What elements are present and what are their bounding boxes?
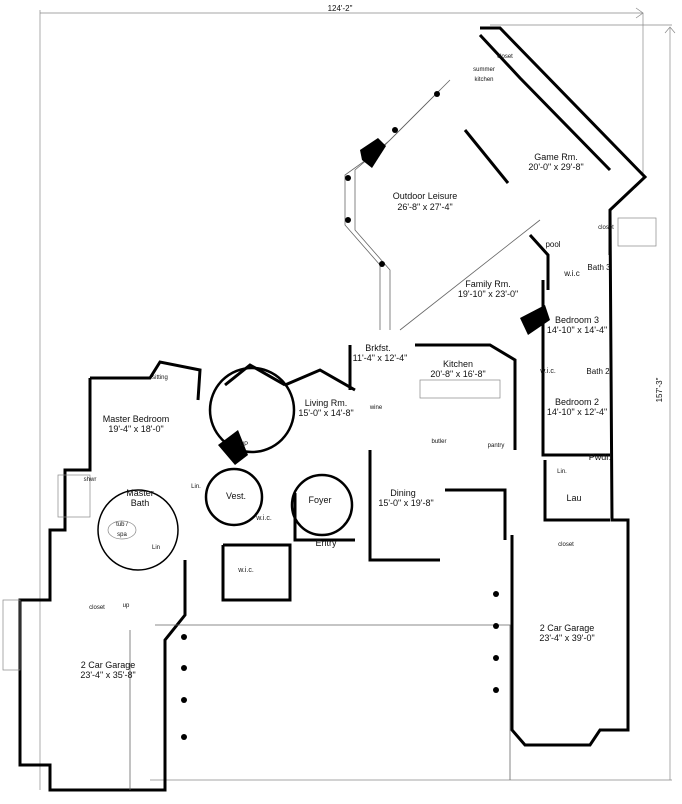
entry-label: Entry — [315, 538, 337, 548]
dining-label: Dining — [390, 488, 416, 498]
breakfast-size: 11'-4" x 12'-4" — [352, 353, 408, 363]
living-room-label: Living Rm. — [304, 398, 348, 408]
master-bedroom-label: Master Bedroom — [102, 414, 170, 424]
left-garage-size: 23'-4" x 35'-8" — [80, 670, 136, 680]
exterior-walls — [18, 26, 648, 792]
pool-label: pool — [545, 240, 561, 249]
closet-label: closet — [598, 225, 614, 231]
closet-label: closet — [558, 542, 574, 548]
kitchen-label: Kitchen — [442, 359, 474, 369]
right-garage-size: 23'-4" x 39'-0" — [539, 633, 595, 643]
walk-in-closet-label: w.i.c. — [540, 368, 556, 375]
bedroom2-label: Bedroom 2 — [554, 397, 600, 407]
master-bedroom-size: 19'-4" x 18'-0" — [108, 424, 164, 434]
closet-label: closet — [89, 605, 105, 611]
round-rooms — [97, 366, 354, 571]
bath3-label: Bath 3 — [587, 263, 611, 272]
walk-in-closet-label: w.i.c. — [238, 567, 254, 574]
dining-size: 15'-0" x 19'-8" — [378, 498, 434, 508]
bedroom3-label: Bedroom 3 — [554, 315, 600, 325]
powder-room-label: Pwdr. — [588, 452, 612, 462]
butler-label: butler — [431, 439, 447, 445]
tub-spa-label: tub / spa — [116, 522, 128, 538]
shower-label: shwr — [83, 477, 97, 483]
sitting-label: sitting — [152, 375, 168, 381]
closet-label: closet — [497, 54, 513, 60]
game-room-label: Game Rm. — [534, 152, 578, 162]
family-room-label: Family Rm. — [465, 279, 511, 289]
laundry-label: Lau — [566, 493, 582, 503]
living-room-size: 15'-0" x 14'-8" — [298, 408, 354, 418]
right-garage-label: 2 Car Garage — [539, 623, 595, 633]
left-garage-label: 2 Car Garage — [80, 660, 136, 670]
stair-up-label: UP — [239, 442, 249, 448]
linen-label: Lin. — [191, 484, 201, 490]
wine-label: wine — [369, 405, 383, 411]
pantry-label: pantry — [487, 443, 505, 449]
fixtures — [2, 217, 657, 671]
foyer-label: Foyer — [308, 495, 332, 505]
walk-in-closet-label: w.i.c — [564, 269, 580, 278]
garage-stair-up-label: up — [122, 603, 130, 609]
vestibule-label: Vest. — [225, 491, 247, 501]
overall-depth-dimension: 157'-3" — [655, 377, 664, 403]
summer-kitchen-label: summer kitchen — [473, 67, 495, 83]
outdoor-leisure-size: 26'-8" x 27'-4" — [397, 202, 453, 212]
kitchen-size: 20'-8" x 16'-8" — [430, 369, 486, 379]
master-bath-label: Master Bath — [126, 488, 154, 508]
porch-outline — [129, 79, 541, 790]
breakfast-label: Brkfst. — [365, 343, 391, 353]
linen-label: Lin. — [557, 469, 567, 475]
bath2-label: Bath 2 — [586, 367, 610, 376]
family-room-size: 19'-10" x 23'-0" — [457, 289, 519, 299]
bedroom3-size: 14'-10" x 14'-4" — [546, 325, 608, 335]
bedroom2-size: 14'-10" x 12'-4" — [546, 407, 608, 417]
game-room-size: 20'-0" x 29'-8" — [528, 162, 584, 172]
overall-width-dimension: 124'-2" — [327, 4, 353, 13]
walk-in-closet-label: w.i.c. — [256, 515, 272, 522]
linen-label: Lin — [151, 545, 161, 551]
outdoor-leisure-label: Outdoor Leisure — [392, 191, 458, 201]
dimension-lines — [39, 7, 676, 790]
columns-fireplaces — [181, 91, 550, 740]
